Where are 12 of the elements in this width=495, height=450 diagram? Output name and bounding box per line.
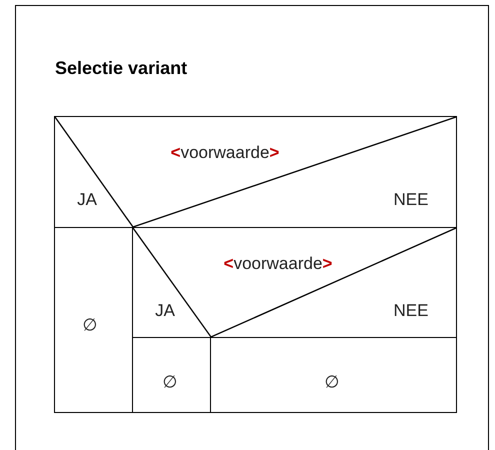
condition-text: <voorwaarde> bbox=[224, 254, 332, 274]
empty-statement-symbol: ∅ bbox=[82, 314, 98, 336]
statement-box bbox=[54, 227, 133, 413]
branch-label: NEE bbox=[394, 301, 428, 321]
title: Selectie variant bbox=[55, 58, 188, 79]
empty-statement-symbol: ∅ bbox=[324, 372, 340, 392]
branch-label: JA bbox=[77, 190, 97, 210]
condition-text: <voorwaarde> bbox=[170, 143, 280, 163]
branch-label: JA bbox=[155, 301, 175, 321]
statement-box bbox=[210, 337, 457, 413]
branch-label: NEE bbox=[394, 190, 428, 210]
empty-statement-symbol: ∅ bbox=[162, 372, 178, 392]
